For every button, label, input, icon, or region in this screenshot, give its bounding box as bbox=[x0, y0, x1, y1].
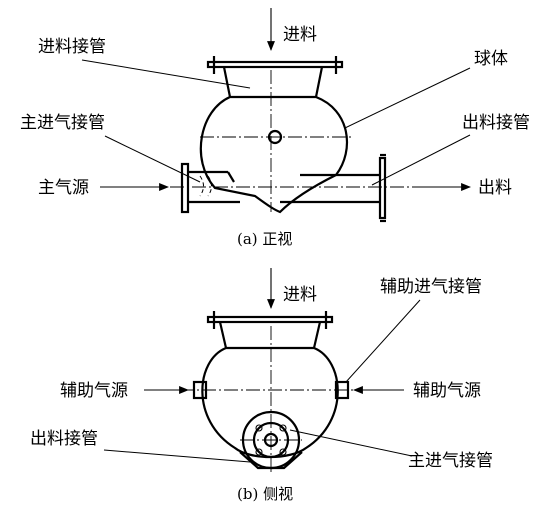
side-feed-neck bbox=[218, 321, 322, 349]
front-sphere-label: 球体 bbox=[474, 49, 508, 69]
front-feed-label: 进料 bbox=[283, 25, 317, 45]
front-main-inlet-leader bbox=[104, 135, 201, 183]
side-aux-gas-left-label: 辅助气源 bbox=[60, 381, 128, 401]
side-outlet-leader bbox=[103, 449, 251, 463]
front-top-flange bbox=[206, 56, 344, 74]
side-aux-inlet-leader bbox=[345, 299, 421, 383]
front-sphere-leader bbox=[344, 67, 471, 129]
front-caption: (a) 正视 bbox=[237, 230, 292, 248]
front-outlet-pipe bbox=[280, 153, 387, 223]
front-main-inlet-pipe bbox=[180, 162, 240, 214]
side-view: 进料 辅助气源 辅助气源 bbox=[30, 268, 493, 503]
front-main-gas-label: 主气源 bbox=[38, 178, 89, 198]
side-aux-inlet-right bbox=[334, 380, 350, 400]
front-center-hole bbox=[267, 129, 283, 145]
front-feed-pipe-leader bbox=[81, 59, 251, 89]
front-view: 进料 bbox=[20, 8, 530, 248]
front-discharge-label: 出料 bbox=[478, 178, 512, 198]
side-feed-label: 进料 bbox=[283, 285, 317, 305]
front-outlet-label: 出料接管 bbox=[462, 113, 530, 133]
side-caption: (b) 侧视 bbox=[237, 485, 293, 503]
side-aux-inlet-label: 辅助进气接管 bbox=[380, 277, 482, 297]
side-aux-gas-right-label: 辅助气源 bbox=[413, 381, 481, 401]
front-outlet-leader bbox=[371, 134, 471, 186]
front-sphere bbox=[199, 95, 349, 214]
side-aux-inlet-left bbox=[192, 380, 208, 400]
side-sphere bbox=[201, 346, 339, 458]
side-outlet-label: 出料接管 bbox=[30, 429, 98, 449]
side-main-inlet-leader bbox=[289, 429, 413, 457]
side-main-inlet-label: 主进气接管 bbox=[408, 451, 493, 471]
front-feed-pipe-label: 进料接管 bbox=[38, 37, 106, 57]
side-top-flange bbox=[206, 311, 334, 329]
front-feed-neck bbox=[222, 66, 324, 98]
front-main-inlet-label: 主进气接管 bbox=[20, 113, 105, 133]
side-bottom-flange bbox=[239, 410, 303, 470]
